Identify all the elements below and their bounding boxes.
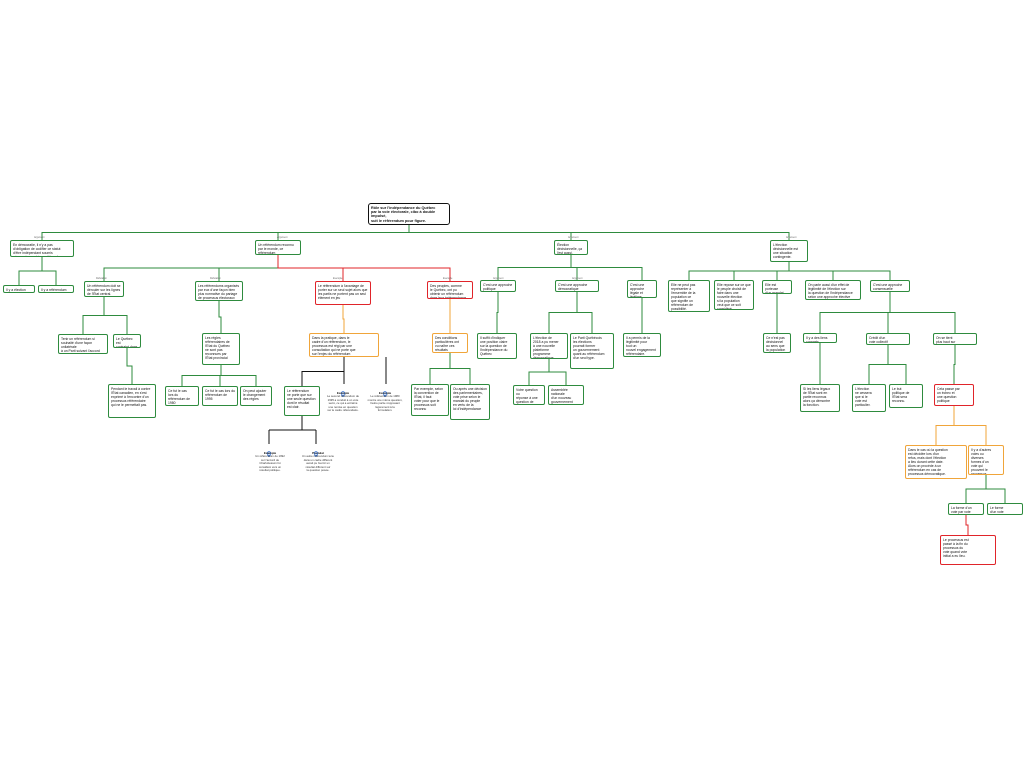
a-child-2[interactable]: Il y a référendum xyxy=(38,285,74,293)
b4-child-1[interactable]: Des conditions particulières ont vu naît… xyxy=(432,333,468,353)
node-tag: Réfutation xyxy=(96,277,107,280)
node-tag: Argument xyxy=(568,236,579,239)
b3-child-1[interactable]: Dans la pratique, dans le cadre d'un réf… xyxy=(309,333,379,357)
node-d[interactable]: L'élection décisionnelle est une situati… xyxy=(770,240,808,262)
node-tag: Argument xyxy=(493,277,504,280)
b3-note-1-pin[interactable] xyxy=(340,384,346,398)
d5c1b1-child-1[interactable]: Le processus est passé à la fin du proce… xyxy=(940,535,996,565)
d5-child-3[interactable]: On se tient plus haut sur de l'objectif … xyxy=(933,333,977,345)
d5b-child-2[interactable]: Le but politique de l'État sera reconnu. xyxy=(889,384,923,408)
d5c1b-child-1[interactable]: La forme d'un vote par vote xyxy=(948,503,984,515)
b3-note-4-title: Postulat xyxy=(312,451,324,455)
d-child-4[interactable]: On parle aussi d'un effet de légitimité … xyxy=(805,280,861,300)
b3-note-3-body: Un référendum de 1992 sur l'accord de Ch… xyxy=(255,454,285,473)
b4-child-3[interactable]: Ou après une décision des parlementaires… xyxy=(450,384,490,420)
b1-child-3[interactable]: Pendant le travail à contre l'État canad… xyxy=(108,384,156,418)
node-tag: Réfutation xyxy=(210,277,221,280)
d-child-1[interactable]: Elle ne peut pas représenter à l'ensembl… xyxy=(668,280,710,312)
d5-child-2[interactable]: Crédit d'un vote collectif d'une part et… xyxy=(866,333,910,345)
b3-note-3-title: Exemple xyxy=(263,451,277,455)
b3-note-2-body: Le référendum de 1980 montre une même qu… xyxy=(367,394,403,413)
b2-child-3[interactable]: Ce fut le cas lors du référendum de 1995 xyxy=(202,386,238,406)
d5c1-child-2[interactable]: Il y a d'autres voies ou diverses formes… xyxy=(968,445,1004,475)
node-tag: Argument xyxy=(277,236,288,239)
c-child-3[interactable]: C'est une approche légale et légitime xyxy=(627,280,657,298)
b-child-4[interactable]: Des peuples, comme le Québec, ont pu obt… xyxy=(427,281,473,299)
node-tag: Argument xyxy=(572,277,583,280)
c-child-2[interactable]: C'est une approche démocratique xyxy=(555,280,599,292)
b-child-2[interactable]: Les référendums organisés par eux d'une … xyxy=(195,281,243,301)
b3-child-2[interactable]: Le référendum ne porte que sur une seule… xyxy=(284,386,320,416)
d-child-5[interactable]: C'est une approche consensuelle xyxy=(870,280,910,292)
d-child-3[interactable]: Elle est porteuse d'un mandat xyxy=(762,280,792,294)
d5c1b-child-2[interactable]: Le forme d'un vote à la ville xyxy=(987,503,1023,515)
b2-child-4[interactable]: On peut ajouter le changement des règles xyxy=(240,386,272,406)
d5c-child-1[interactable]: Cela passe par un échec et une question … xyxy=(934,384,974,406)
node-tag: Argument xyxy=(34,236,45,239)
root-node[interactable]: Rôle sur l'indépendance du Québec par la… xyxy=(368,203,450,225)
b-child-3[interactable]: Le référendum à l'avantage de porter sur… xyxy=(315,281,371,305)
d5b-child-1[interactable]: L'élection ne cessera que si le vote est… xyxy=(852,384,886,412)
b3-note-4-body: Un autre référendum tenu dans un cadre d… xyxy=(301,454,335,473)
b2-child-1[interactable]: Les règles référendaires de l'Etat du Qu… xyxy=(202,333,240,365)
c2-child-2[interactable]: Le Parti Québécois les élections pourrai… xyxy=(570,333,614,369)
b1-child-1[interactable]: Tenir un référendum si souhaité d'une fa… xyxy=(58,334,108,354)
d5a-child-1[interactable]: Si les liens légaux de l'État sont en pa… xyxy=(800,384,840,412)
c3-child-1[interactable]: Il a permis de la légitimité pour tout u… xyxy=(623,333,661,357)
b-child-1[interactable]: Un référendum doit se dérouler sur les l… xyxy=(84,281,124,297)
b3-note-1-title: Exemple xyxy=(336,391,350,395)
c2-child-1[interactable]: L'élection de 2018 a pu mener à une nouv… xyxy=(530,333,568,359)
b3-note-1-body: Le second référendum de 1995 a conduit à… xyxy=(327,394,359,413)
b1-child-2[interactable]: Le Québec est contraint dans cette regio… xyxy=(113,334,141,348)
c2-child-3[interactable]: Votre question ou réponse à une question… xyxy=(513,385,545,405)
b4-child-2[interactable]: Par exemple, selon la convention de l'Ét… xyxy=(411,384,449,416)
b2-child-2[interactable]: Ce fut le cas lors du référendum de 1980 xyxy=(165,386,199,406)
c2-child-4[interactable]: Assemblée nationale d'un nouveau gouvern… xyxy=(548,385,584,405)
node-a[interactable]: En démocratie, il n'y a pas d'obligation… xyxy=(10,240,74,257)
c1-child-1[interactable]: Il suffit d'indiquer une position claire… xyxy=(477,333,517,359)
b3-note-2-title: Exemple xyxy=(378,391,392,395)
node-tag: Exemple xyxy=(443,277,453,280)
node-b[interactable]: Un référendum reconnu par le monde, ce r… xyxy=(255,240,301,255)
node-tag: Argument xyxy=(786,236,797,239)
d5c1-child-1[interactable]: Dans le cas où la question est décidée l… xyxy=(905,445,967,479)
c-child-1[interactable]: C'est une approche politique xyxy=(480,280,516,292)
node-tag: Exemple xyxy=(333,277,343,280)
a-child-1[interactable]: Il y a élection xyxy=(3,285,35,293)
b3-note-4-pin[interactable] xyxy=(313,444,319,458)
d-child-2[interactable]: Elle repose sur ce que le peuple choisit… xyxy=(714,280,754,310)
node-c[interactable]: Élection décisionnelle, ça l'est aussi. xyxy=(554,240,588,255)
b3-note-3-pin[interactable] xyxy=(266,444,272,458)
d5-child-1[interactable]: Il y a des liens concrets. xyxy=(803,333,837,343)
b3-note-2-pin[interactable] xyxy=(382,384,388,398)
d3-child-1[interactable]: Ce n'est pas décisionnel au sens que la … xyxy=(763,333,791,353)
